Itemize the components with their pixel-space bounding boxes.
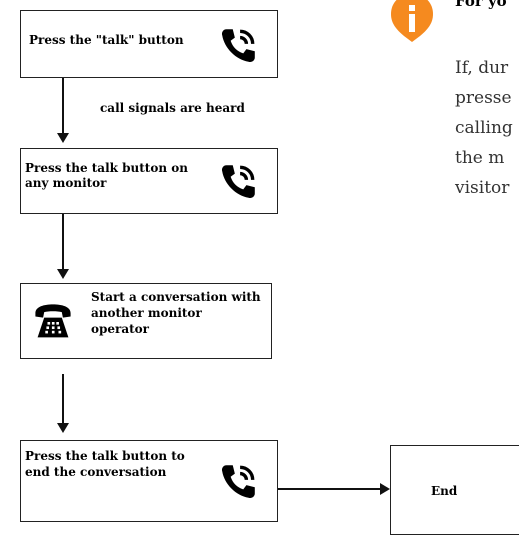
connector-arrow-1: [57, 133, 69, 143]
side-note-line-2: presse: [455, 88, 512, 108]
connector-line-3: [62, 374, 64, 424]
phone-ringing-icon: [221, 29, 255, 63]
step-start-conversation-line1: Start a conversation with: [91, 290, 261, 304]
edge-label-call-signals: call signals are heard: [100, 101, 245, 115]
step-any-monitor-line1: Press the talk button on: [25, 161, 188, 175]
step-press-talk-any-monitor-box: Press the talk button on any monitor: [20, 148, 278, 214]
connector-line-2: [62, 214, 64, 270]
step-end-conversation-line1: Press the talk button to: [25, 449, 185, 463]
step-start-conversation-box: Start a conversation with another monito…: [20, 283, 272, 359]
desk-phone-icon: [35, 304, 71, 338]
phone-ringing-icon: [221, 465, 255, 499]
connector-arrow-2: [57, 269, 69, 279]
connector-arrow-end: [380, 483, 390, 495]
step-start-conversation-line3: operator: [91, 322, 149, 336]
connector-arrow-3: [57, 423, 69, 433]
side-note-line-5: visitor: [455, 178, 510, 198]
end-label: End: [431, 484, 458, 498]
side-note-line-4: the m: [455, 148, 505, 168]
end-box: End: [390, 445, 519, 535]
step-any-monitor-line2: any monitor: [25, 176, 107, 190]
phone-ringing-icon: [221, 165, 255, 199]
connector-line-end: [278, 488, 382, 490]
side-note-line-1: If, dur: [455, 58, 509, 78]
step-end-conversation-box: Press the talk button to end the convers…: [20, 440, 278, 522]
step-press-talk-label: Press the "talk" button: [29, 33, 184, 47]
info-icon: [391, 0, 433, 42]
step-press-talk-box: Press the "talk" button: [20, 10, 278, 78]
step-end-conversation-line2: end the conversation: [25, 465, 167, 479]
side-note-line-3: calling: [455, 118, 513, 138]
connector-line-1: [62, 78, 64, 134]
step-start-conversation-line2: another monitor: [91, 306, 202, 320]
side-note-title: For yo: [455, 0, 507, 10]
